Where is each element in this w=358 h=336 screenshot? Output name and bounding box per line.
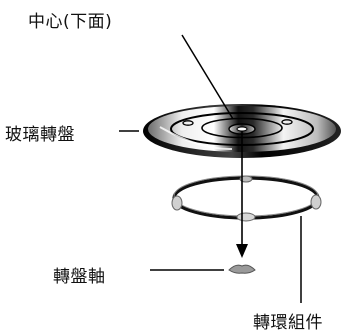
label-center: 中心(下面): [28, 12, 113, 32]
ring-roller-left: [171, 195, 183, 211]
roller-ring: [171, 175, 322, 222]
label-turntable-shaft: 轉盤軸: [53, 267, 106, 287]
label-glass-plate: 玻璃轉盤: [5, 125, 75, 145]
ring-roller-front: [236, 212, 256, 222]
ring-roller-right: [310, 194, 322, 210]
label-roller-ring: 轉環組件: [253, 313, 323, 333]
turntable-shaft: [228, 264, 256, 274]
ring-roller-back: [239, 175, 253, 183]
leader-center: [181, 34, 234, 120]
alignment-axis: [236, 131, 248, 258]
